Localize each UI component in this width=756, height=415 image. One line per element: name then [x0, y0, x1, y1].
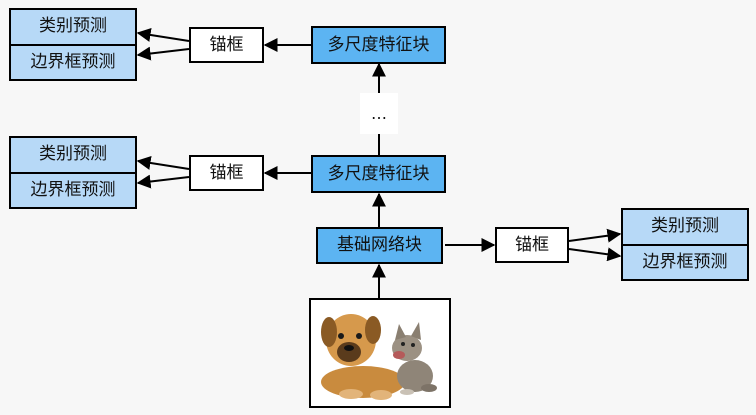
class-prediction-right: 类别预测: [651, 216, 719, 237]
multiscale-block-top: 多尺度特征块: [311, 26, 446, 64]
multiscale-block-middle: 多尺度特征块: [311, 155, 446, 193]
bbox-prediction-middle: 边界框预测: [11, 171, 135, 208]
class-prediction-top: 类别预测: [39, 16, 107, 37]
anchor-box-top-label: 锚框: [209, 34, 244, 55]
input-image: [309, 298, 451, 408]
ellipsis: …: [360, 93, 398, 134]
anchor-box-right-label: 锚框: [515, 234, 549, 255]
class-prediction-middle: 类别预测: [39, 144, 107, 165]
arrow-anchor-top-to-bbox: [136, 46, 190, 61]
anchor-box-right: 锚框: [495, 227, 569, 263]
anchor-box-middle: 锚框: [189, 155, 264, 191]
anchor-box-top: 锚框: [189, 27, 264, 63]
arrow-anchor-mid-to-bbox: [136, 174, 190, 189]
base-network-label: 基础网络块: [337, 235, 422, 255]
arrow-anchor-mid-to-class: [136, 156, 190, 170]
arrow-anchor-right-to-class: [568, 228, 622, 243]
prediction-group-top: 类别预测 边界框预测: [9, 8, 137, 81]
arrow-anchor-right-to-bbox: [568, 247, 622, 262]
bbox-prediction-right: 边界框预测: [623, 243, 747, 280]
anchor-box-middle-label: 锚框: [209, 162, 244, 183]
prediction-group-right: 类别预测 边界框预测: [621, 208, 749, 281]
base-network-block: 基础网络块: [316, 227, 443, 264]
prediction-group-middle: 类别预测 边界框预测: [9, 136, 137, 209]
multiscale-block-top-label: 多尺度特征块: [327, 34, 430, 55]
multiscale-block-middle-label: 多尺度特征块: [327, 163, 430, 184]
arrow-anchor-top-to-class: [136, 28, 190, 42]
bbox-prediction-top: 边界框预测: [11, 43, 135, 80]
dog-and-kitten-photo: [311, 300, 449, 406]
